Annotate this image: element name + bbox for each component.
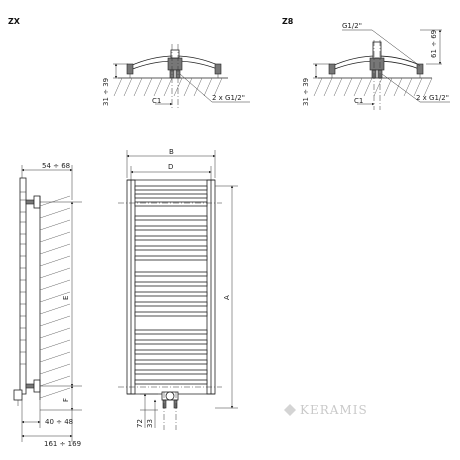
z8-dim-height: 31 ÷ 39: [302, 78, 310, 106]
side-dim-top: 54 ÷ 68: [42, 162, 70, 170]
watermark-text: KERAMIS: [300, 403, 368, 417]
zx-dim-c1: C1: [152, 97, 161, 105]
front-dim-b: B: [169, 148, 174, 156]
side-dim-bottom2: 161 ÷ 169: [44, 440, 81, 448]
front-dim-a: A: [223, 295, 231, 300]
zx-dim-height: 31 ÷ 39: [102, 78, 110, 106]
side-dim-e: E: [62, 296, 70, 300]
z8-dim-c1: C1: [354, 97, 363, 105]
zx-label: ZX: [8, 17, 21, 26]
watermark: KERAMIS: [284, 403, 368, 417]
z8-label: Z8: [282, 17, 294, 26]
z8-dim-top: 61 ÷ 69: [430, 30, 438, 58]
front-view: B D: [118, 148, 238, 430]
z8-dim-top-conn: G1/2": [342, 22, 362, 30]
zx-top-view: ZX 31 ÷ 39 C1: [8, 17, 250, 110]
front-dim-33: 33: [146, 419, 154, 428]
side-dim-f: F: [62, 398, 70, 402]
front-dim-d: D: [168, 163, 173, 171]
zx-dim-conn: 2 x G1/2": [212, 94, 245, 102]
z8-dim-conn: 2 x G1/2": [416, 94, 449, 102]
side-dim-bottom1: 40 ÷ 48: [45, 418, 73, 426]
side-view: 54 ÷ 68: [13, 162, 82, 448]
watermark-icon: [284, 404, 296, 416]
front-dim-72: 72: [136, 419, 144, 428]
z8-top-view: Z8 G1/2" 61 ÷ 69 31 ÷: [282, 17, 450, 110]
